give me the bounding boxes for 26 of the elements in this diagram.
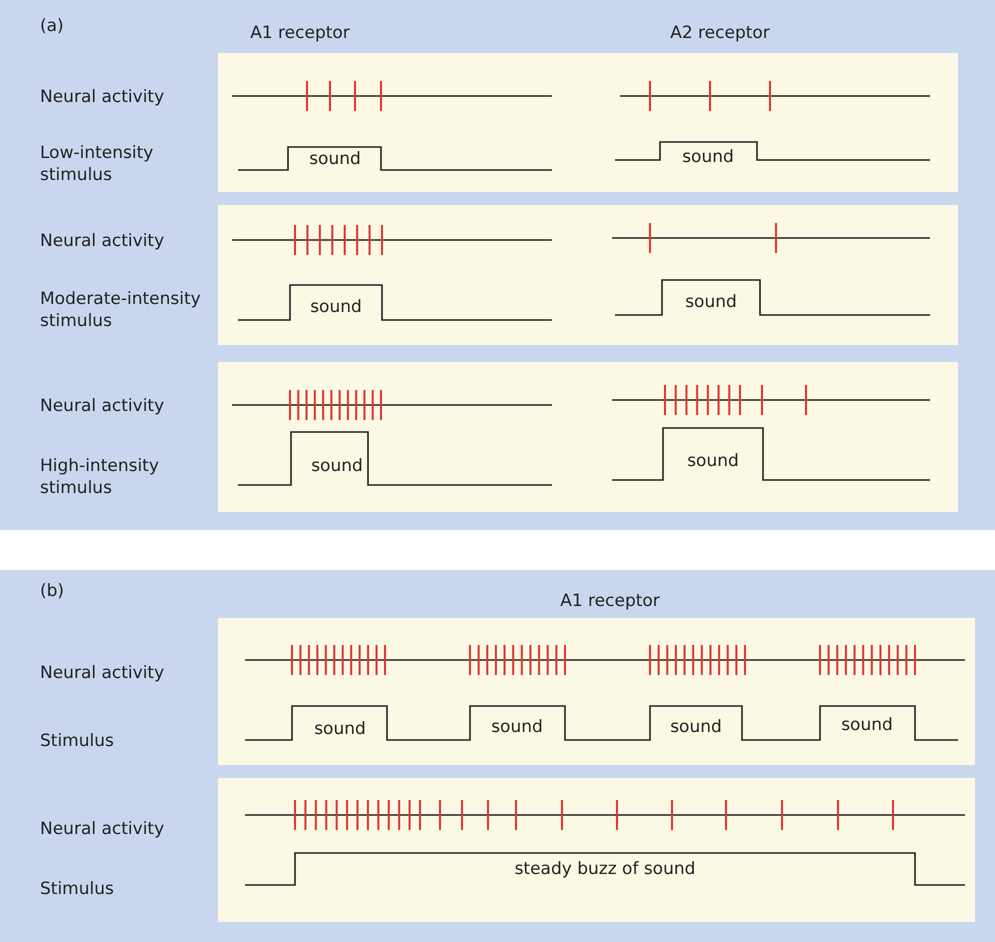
pulse-label: sound: [310, 296, 362, 318]
panel-letter: (b): [40, 580, 64, 602]
row-label: Moderate-intensity stimulus: [40, 288, 202, 332]
row-label: Stimulus: [40, 878, 115, 900]
row-label: Low-intensity stimulus: [40, 142, 154, 186]
column-header: A1 receptor: [560, 590, 660, 612]
pulse-label: sound: [314, 718, 366, 740]
pulse-label: sound: [682, 146, 734, 168]
pulse-label: sound: [491, 716, 543, 738]
row-label: Neural activity: [40, 230, 166, 252]
row-label: Stimulus: [40, 730, 115, 752]
row-label: Neural activity: [40, 86, 166, 108]
row-label: Neural activity: [40, 818, 166, 840]
pulse-label: sound: [685, 291, 737, 313]
row-label: Neural activity: [40, 662, 166, 684]
pulse-label: sound: [311, 455, 363, 477]
column-header: A1 receptor: [250, 22, 350, 44]
row-label: Neural activity: [40, 395, 166, 417]
panel-letter: (a): [40, 15, 64, 37]
pulse-label: sound: [841, 714, 893, 736]
pulse-label: sound: [687, 450, 739, 472]
pulse-label: steady buzz of sound: [514, 858, 696, 880]
pulse-label: sound: [670, 716, 722, 738]
column-header: A2 receptor: [670, 22, 770, 44]
row-label: High-intensity stimulus: [40, 455, 160, 499]
pulse-label: sound: [309, 148, 361, 170]
